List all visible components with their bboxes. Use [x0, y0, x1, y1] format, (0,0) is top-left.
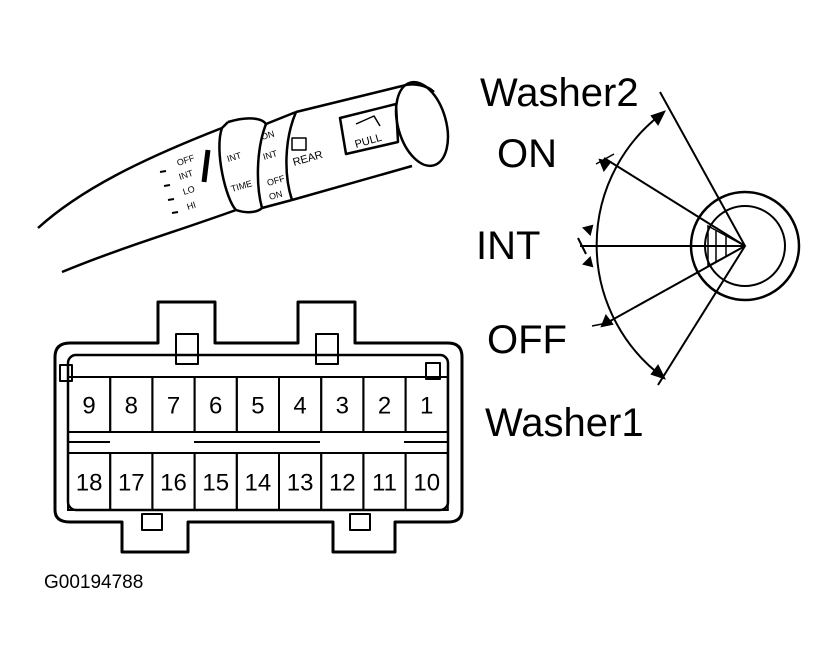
- ray-on: [603, 157, 746, 247]
- pin-number-8: 8: [125, 393, 138, 420]
- pin-number-14: 14: [245, 470, 272, 497]
- label-off: OFF: [487, 318, 567, 362]
- rear-ring-label-on-top: ON: [260, 129, 276, 142]
- pin-number-9: 9: [82, 393, 95, 420]
- rear-label: REAR: [292, 149, 325, 169]
- label-on: ON: [497, 132, 557, 176]
- pin-number-16: 16: [160, 470, 187, 497]
- rear-ring-label-off: OFF: [266, 173, 287, 188]
- switch-position-diagram: [577, 91, 801, 386]
- ray-washer2: [659, 91, 746, 247]
- ray-off: [602, 245, 746, 326]
- pin-number-18: 18: [76, 470, 103, 497]
- label-washer2: Washer2: [480, 71, 639, 115]
- pin-number-17: 17: [118, 470, 145, 497]
- wiper-stalk-illustration: [37, 80, 450, 274]
- figure-id: G00194788: [44, 572, 143, 593]
- connector-housing: [53, 300, 464, 554]
- pin-number-13: 13: [287, 470, 314, 497]
- label-washer1: Washer1: [485, 401, 644, 445]
- label-int: INT: [476, 224, 540, 268]
- pin-number-11: 11: [372, 470, 397, 497]
- pin-number-15: 15: [202, 470, 229, 497]
- rear-ring-label-int: INT: [262, 148, 279, 162]
- switch-position-labels: Washer2 ON INT OFF Washer1: [476, 71, 644, 445]
- stalk-label-hi: HI: [186, 200, 198, 212]
- pin-number-6: 6: [209, 393, 222, 420]
- pin-number-1: 1: [420, 393, 433, 420]
- stalk-label-off: OFF: [176, 153, 197, 168]
- stalk-label-int: INT: [178, 168, 195, 182]
- pin-number-7: 7: [167, 393, 180, 420]
- rear-ring-label-on-bottom: ON: [268, 189, 284, 202]
- ray-washer1: [657, 245, 746, 386]
- pin-number-2: 2: [378, 393, 391, 420]
- stalk-label-lo: LO: [182, 184, 197, 197]
- connector-pins: 9 8 7 6 5 4 3 2 1 18 17 16 15 14 13 12 11 10: [67, 376, 449, 511]
- pin-number-3: 3: [336, 393, 349, 420]
- pin-number-12: 12: [329, 470, 356, 497]
- pin-cavity-10: [404, 452, 449, 511]
- pin-number-4: 4: [293, 393, 306, 420]
- ring-label-int: INT: [226, 150, 243, 164]
- pin-cavity-1: [404, 376, 449, 433]
- ring-label-time: TIME: [230, 178, 253, 194]
- pin-number-10: 10: [413, 470, 440, 497]
- position-arc: [595, 111, 665, 379]
- pin-number-5: 5: [251, 393, 264, 420]
